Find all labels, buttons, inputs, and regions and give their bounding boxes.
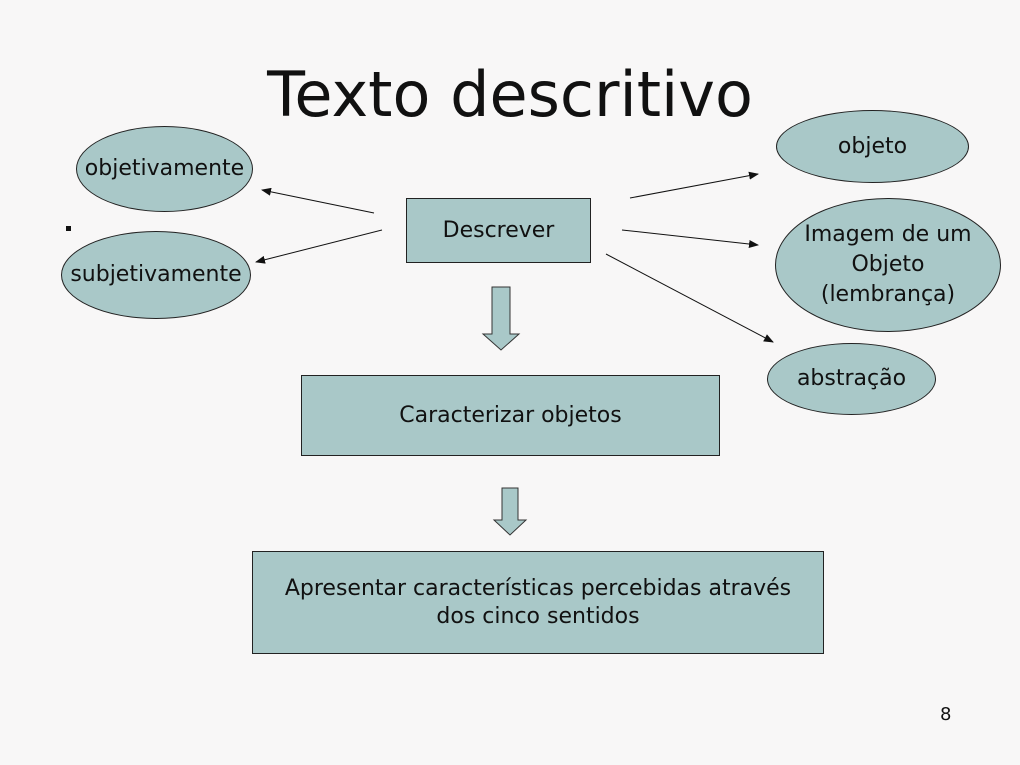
node-objetivamente: objetivamente <box>76 126 253 212</box>
node-caracterizar-label: Caracterizar objetos <box>399 402 622 428</box>
node-abstracao: abstração <box>767 343 936 415</box>
node-descrever: Descrever <box>406 198 591 263</box>
node-apresentar-line-1: Apresentar características percebidas at… <box>284 575 792 601</box>
slide-title: Texto descritivo <box>267 58 753 131</box>
node-descrever-label: Descrever <box>442 217 555 243</box>
node-objeto: objeto <box>776 110 969 183</box>
node-imagem-line-1: Imagem de um <box>804 222 972 247</box>
node-caracterizar-objetos: Caracterizar objetos <box>301 375 720 456</box>
node-imagem-line-3: (lembrança) <box>820 282 956 307</box>
page-number: 8 <box>940 704 952 725</box>
arrow-to-objetivamente <box>261 187 375 214</box>
node-apresentar-caracteristicas: Apresentar características percebidas at… <box>252 551 824 654</box>
block-arrow-down-2-icon <box>492 487 528 536</box>
arrow-to-imagem <box>621 229 759 248</box>
node-apresentar-line-2: dos cinco sentidos <box>436 603 640 629</box>
node-imagem-objeto: Imagem de um Objeto (lembrança) <box>775 198 1001 332</box>
node-subjetivamente: subjetivamente <box>61 231 251 319</box>
arrow-to-subjetivamente <box>255 229 383 264</box>
node-subjetivamente-label: subjetivamente <box>70 262 242 287</box>
node-objetivamente-label: objetivamente <box>84 156 245 181</box>
node-imagem-line-2: Objeto <box>851 252 925 277</box>
arrow-to-objeto <box>629 171 759 199</box>
node-objeto-label: objeto <box>837 133 908 159</box>
block-arrow-down-1-icon <box>481 286 521 351</box>
arrow-to-abstracao <box>605 253 774 343</box>
node-abstracao-label: abstração <box>796 366 907 391</box>
bullet-dot <box>66 226 71 231</box>
